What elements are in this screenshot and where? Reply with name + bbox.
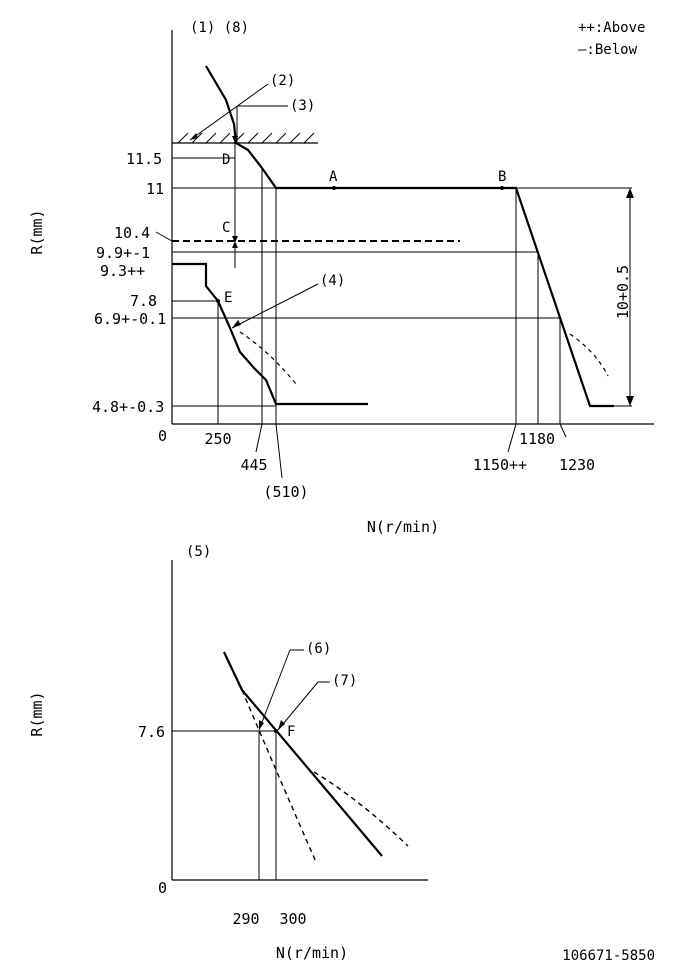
bottom-origin-label: 0 xyxy=(158,879,167,897)
y-tick-11-5: 11.5 xyxy=(126,150,162,168)
point-a-label: A xyxy=(329,169,338,185)
bottom-y-axis-title: R(mm) xyxy=(28,691,46,736)
top-y-axis-title: R(mm) xyxy=(28,209,46,254)
idle-curve xyxy=(172,262,368,406)
x-tick-300: 300 xyxy=(279,910,306,928)
y-tick-7-8: 7.8 xyxy=(130,292,157,310)
y-tick-9-3: 9.3++ xyxy=(100,262,145,280)
x-tick-1180: 1180 xyxy=(519,430,555,448)
top-header-label: (1) (8) xyxy=(190,20,249,36)
point-b-marker xyxy=(500,186,504,190)
point-e-label: E xyxy=(224,290,232,306)
x-tick-250: 250 xyxy=(204,430,231,448)
leader-510 xyxy=(275,423,283,479)
y-tick-7-6: 7.6 xyxy=(138,723,165,741)
point-c-label: C xyxy=(222,220,230,236)
point-e-marker xyxy=(216,299,220,303)
top-x-axis-title: N(r/min) xyxy=(367,518,439,536)
legend-below: —:Below xyxy=(578,42,638,58)
bottom-x-axis-title: N(r/min) xyxy=(276,944,348,962)
point-b-label: B xyxy=(498,169,506,185)
top-origin-label: 0 xyxy=(158,427,167,445)
leader-1150 xyxy=(507,423,517,453)
governor-curve-dashed-steep xyxy=(241,689,317,863)
callout-4-label: (4) xyxy=(320,273,345,289)
callout-7-label: (7) xyxy=(332,673,357,689)
y-tick-10-4: 10.4 xyxy=(114,224,150,242)
x-tick-510: (510) xyxy=(263,483,308,501)
y-tick-6-9: 6.9+-0.1 xyxy=(94,310,166,328)
x-tick-1230: 1230 xyxy=(559,456,595,474)
leader-1230 xyxy=(559,423,567,438)
point-a-marker xyxy=(332,186,336,190)
x-tick-445: 445 xyxy=(240,456,267,474)
leader-445 xyxy=(255,423,263,453)
callout-2-arrow xyxy=(190,133,198,140)
callout-6-leader xyxy=(258,649,291,731)
y-tick-9-9: 9.9+-1 xyxy=(96,244,150,262)
point-f-label: F xyxy=(287,724,295,740)
point-d-label: D xyxy=(222,152,230,168)
governor-curve-solid xyxy=(223,651,383,857)
c-arrow-bottom xyxy=(232,241,238,248)
drawing-number: 106671-5850 xyxy=(562,948,655,964)
callout-4-arrow xyxy=(232,320,241,328)
legend-above: ++:Above xyxy=(578,20,645,36)
y-tick-4-8: 4.8+-0.3 xyxy=(92,398,164,416)
callout-6-arrow xyxy=(259,720,264,730)
callout-4-leader xyxy=(231,283,319,329)
governor-curve-dashed-shallow xyxy=(313,771,409,847)
dim-label-right: 10+0.5 xyxy=(614,265,632,319)
point-f-marker xyxy=(274,729,278,733)
idle-dashed-tail xyxy=(239,331,297,385)
callout-2-label: (2) xyxy=(270,73,295,89)
dim-arrow-bottom xyxy=(626,396,634,406)
x-tick-290: 290 xyxy=(232,910,259,928)
callout-7-leader xyxy=(277,681,319,731)
leader-10-4 xyxy=(155,231,173,242)
top-chart: (1) (8) 0 R(mm) N(r/min) xyxy=(28,20,654,536)
y-tick-11: 11 xyxy=(146,180,164,198)
bottom-chart: (5) 0 R(mm) N(r/min) F (6) (7) 7.6 290 3… xyxy=(28,544,428,962)
c-arrow-top xyxy=(232,236,238,243)
callout-3-label: (3) xyxy=(290,98,315,114)
x-tick-1150: 1150++ xyxy=(473,456,527,474)
callout-6-label: (6) xyxy=(306,641,331,657)
dim-arrow-top xyxy=(626,188,634,198)
callout-2-leader xyxy=(189,83,269,141)
high-speed-dashed-tail xyxy=(569,333,609,377)
full-load-curve xyxy=(205,65,614,408)
callout-7-arrow xyxy=(278,720,285,730)
bottom-header-label: (5) xyxy=(186,544,211,560)
